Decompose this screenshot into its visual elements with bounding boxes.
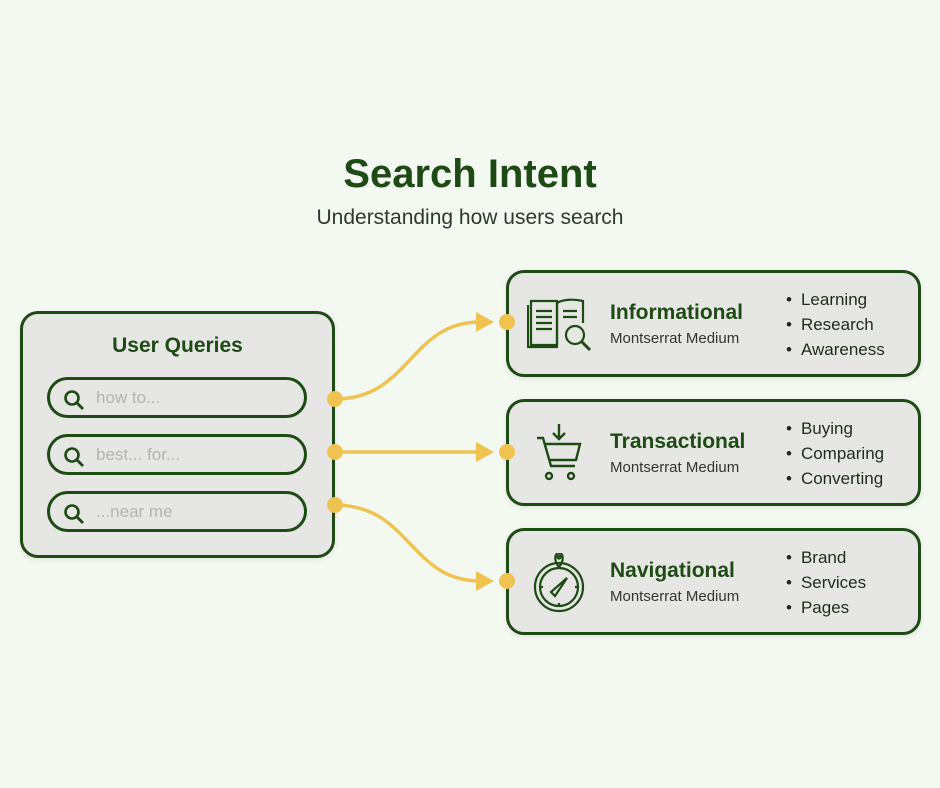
bullet-item: Pages (786, 595, 866, 620)
bullet-item: Converting (786, 466, 884, 491)
bullet-item: Research (786, 312, 885, 337)
connector-dot (327, 497, 343, 513)
arrowhead (476, 442, 494, 462)
connector-dot (327, 444, 343, 460)
compass-icon (533, 553, 585, 613)
bullet-item: Comparing (786, 441, 884, 466)
query-placeholder: best... for... (96, 445, 181, 464)
bullet-item: Learning (786, 287, 885, 312)
bullet-item: Services (786, 570, 866, 595)
intent-bullets: Brand Services Pages (786, 545, 866, 620)
cart-icon (537, 424, 582, 481)
user-queries-panel: User Queries how to... best... for... ..… (20, 311, 335, 558)
intent-subtitle: Montserrat Medium (610, 330, 740, 347)
arrowhead (476, 571, 494, 591)
arrowhead (476, 312, 494, 332)
intent-bullets: Learning Research Awareness (786, 287, 885, 362)
intent-name: Navigational (610, 559, 735, 582)
panel-title: User Queries (112, 334, 243, 357)
bullet-item: Buying (786, 416, 884, 441)
intent-card-transactional: Transactional Montserrat Medium Buying C… (506, 399, 921, 506)
connector-informational (334, 320, 481, 401)
intent-card-navigational: Navigational Montserrat Medium Brand Ser… (506, 528, 921, 635)
page-subtitle: Understanding how users search (316, 206, 624, 229)
search-icon (64, 390, 84, 410)
page-title: Search Intent (343, 152, 597, 196)
query-input[interactable]: ...near me (47, 491, 307, 532)
bullet-item: Awareness (786, 337, 885, 362)
connector-dot (327, 391, 343, 407)
connector-dot (499, 444, 515, 460)
intent-subtitle: Montserrat Medium (610, 588, 740, 605)
intent-name: Transactional (610, 430, 746, 453)
connector-dot (499, 573, 515, 589)
search-icon (64, 447, 84, 467)
intent-subtitle: Montserrat Medium (610, 459, 740, 476)
query-placeholder: how to... (96, 388, 161, 407)
query-placeholder: ...near me (96, 502, 173, 521)
intent-card-informational: Informational Montserrat Medium Learning… (506, 270, 921, 377)
book-search-icon (527, 298, 592, 352)
query-input[interactable]: how to... (47, 377, 307, 418)
connector-dot (499, 314, 515, 330)
bullet-item: Brand (786, 545, 866, 570)
intent-name: Informational (610, 301, 744, 324)
intent-bullets: Buying Comparing Converting (786, 416, 884, 491)
connector-navigational (334, 503, 481, 583)
query-input[interactable]: best... for... (47, 434, 307, 475)
search-icon (64, 504, 84, 524)
